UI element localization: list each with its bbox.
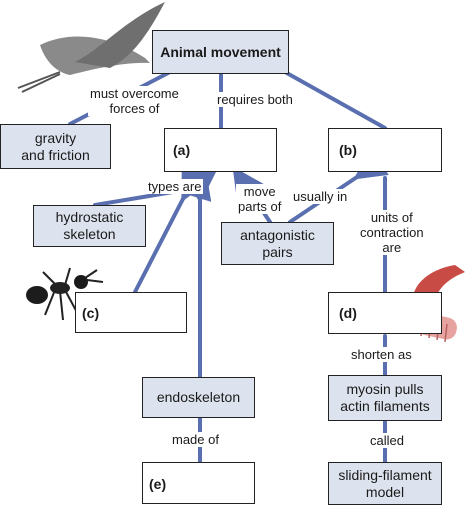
label-usually-in: usually in bbox=[291, 189, 350, 204]
node-a: (a) bbox=[164, 128, 277, 172]
label-shorten-as: shorten as bbox=[349, 347, 414, 362]
node-gravity-friction: gravity and friction bbox=[0, 124, 111, 169]
node-c: (c) bbox=[75, 292, 187, 333]
node-endoskeleton: endoskeleton bbox=[142, 377, 255, 418]
ant-icon bbox=[26, 267, 104, 321]
label-types-are: types are bbox=[146, 179, 204, 194]
crane-icon bbox=[17, 2, 170, 93]
node-e: (e) bbox=[142, 462, 255, 504]
node-d: (d) bbox=[328, 292, 442, 334]
node-sliding-filament: sliding-filament model bbox=[328, 462, 442, 505]
node-antagonistic-pairs: antagonistic pairs bbox=[221, 222, 334, 265]
label-must-overcome: must overcome forces of bbox=[88, 86, 181, 116]
label-units-of-contraction: units of contraction are bbox=[358, 210, 426, 255]
node-b: (b) bbox=[328, 128, 442, 172]
node-myosin-pulls: myosin pulls actin filaments bbox=[328, 375, 442, 421]
node-hydrostatic-skeleton: hydrostatic skeleton bbox=[33, 205, 146, 247]
link-root-b bbox=[283, 70, 387, 130]
link-a-c bbox=[133, 166, 211, 294]
label-made-of: made of bbox=[170, 432, 221, 447]
label-called: called bbox=[368, 433, 406, 448]
label-requires-both: requires both bbox=[215, 92, 295, 107]
label-move-parts-of: move parts of bbox=[236, 184, 284, 214]
node-animal-movement: Animal movement bbox=[152, 30, 289, 74]
